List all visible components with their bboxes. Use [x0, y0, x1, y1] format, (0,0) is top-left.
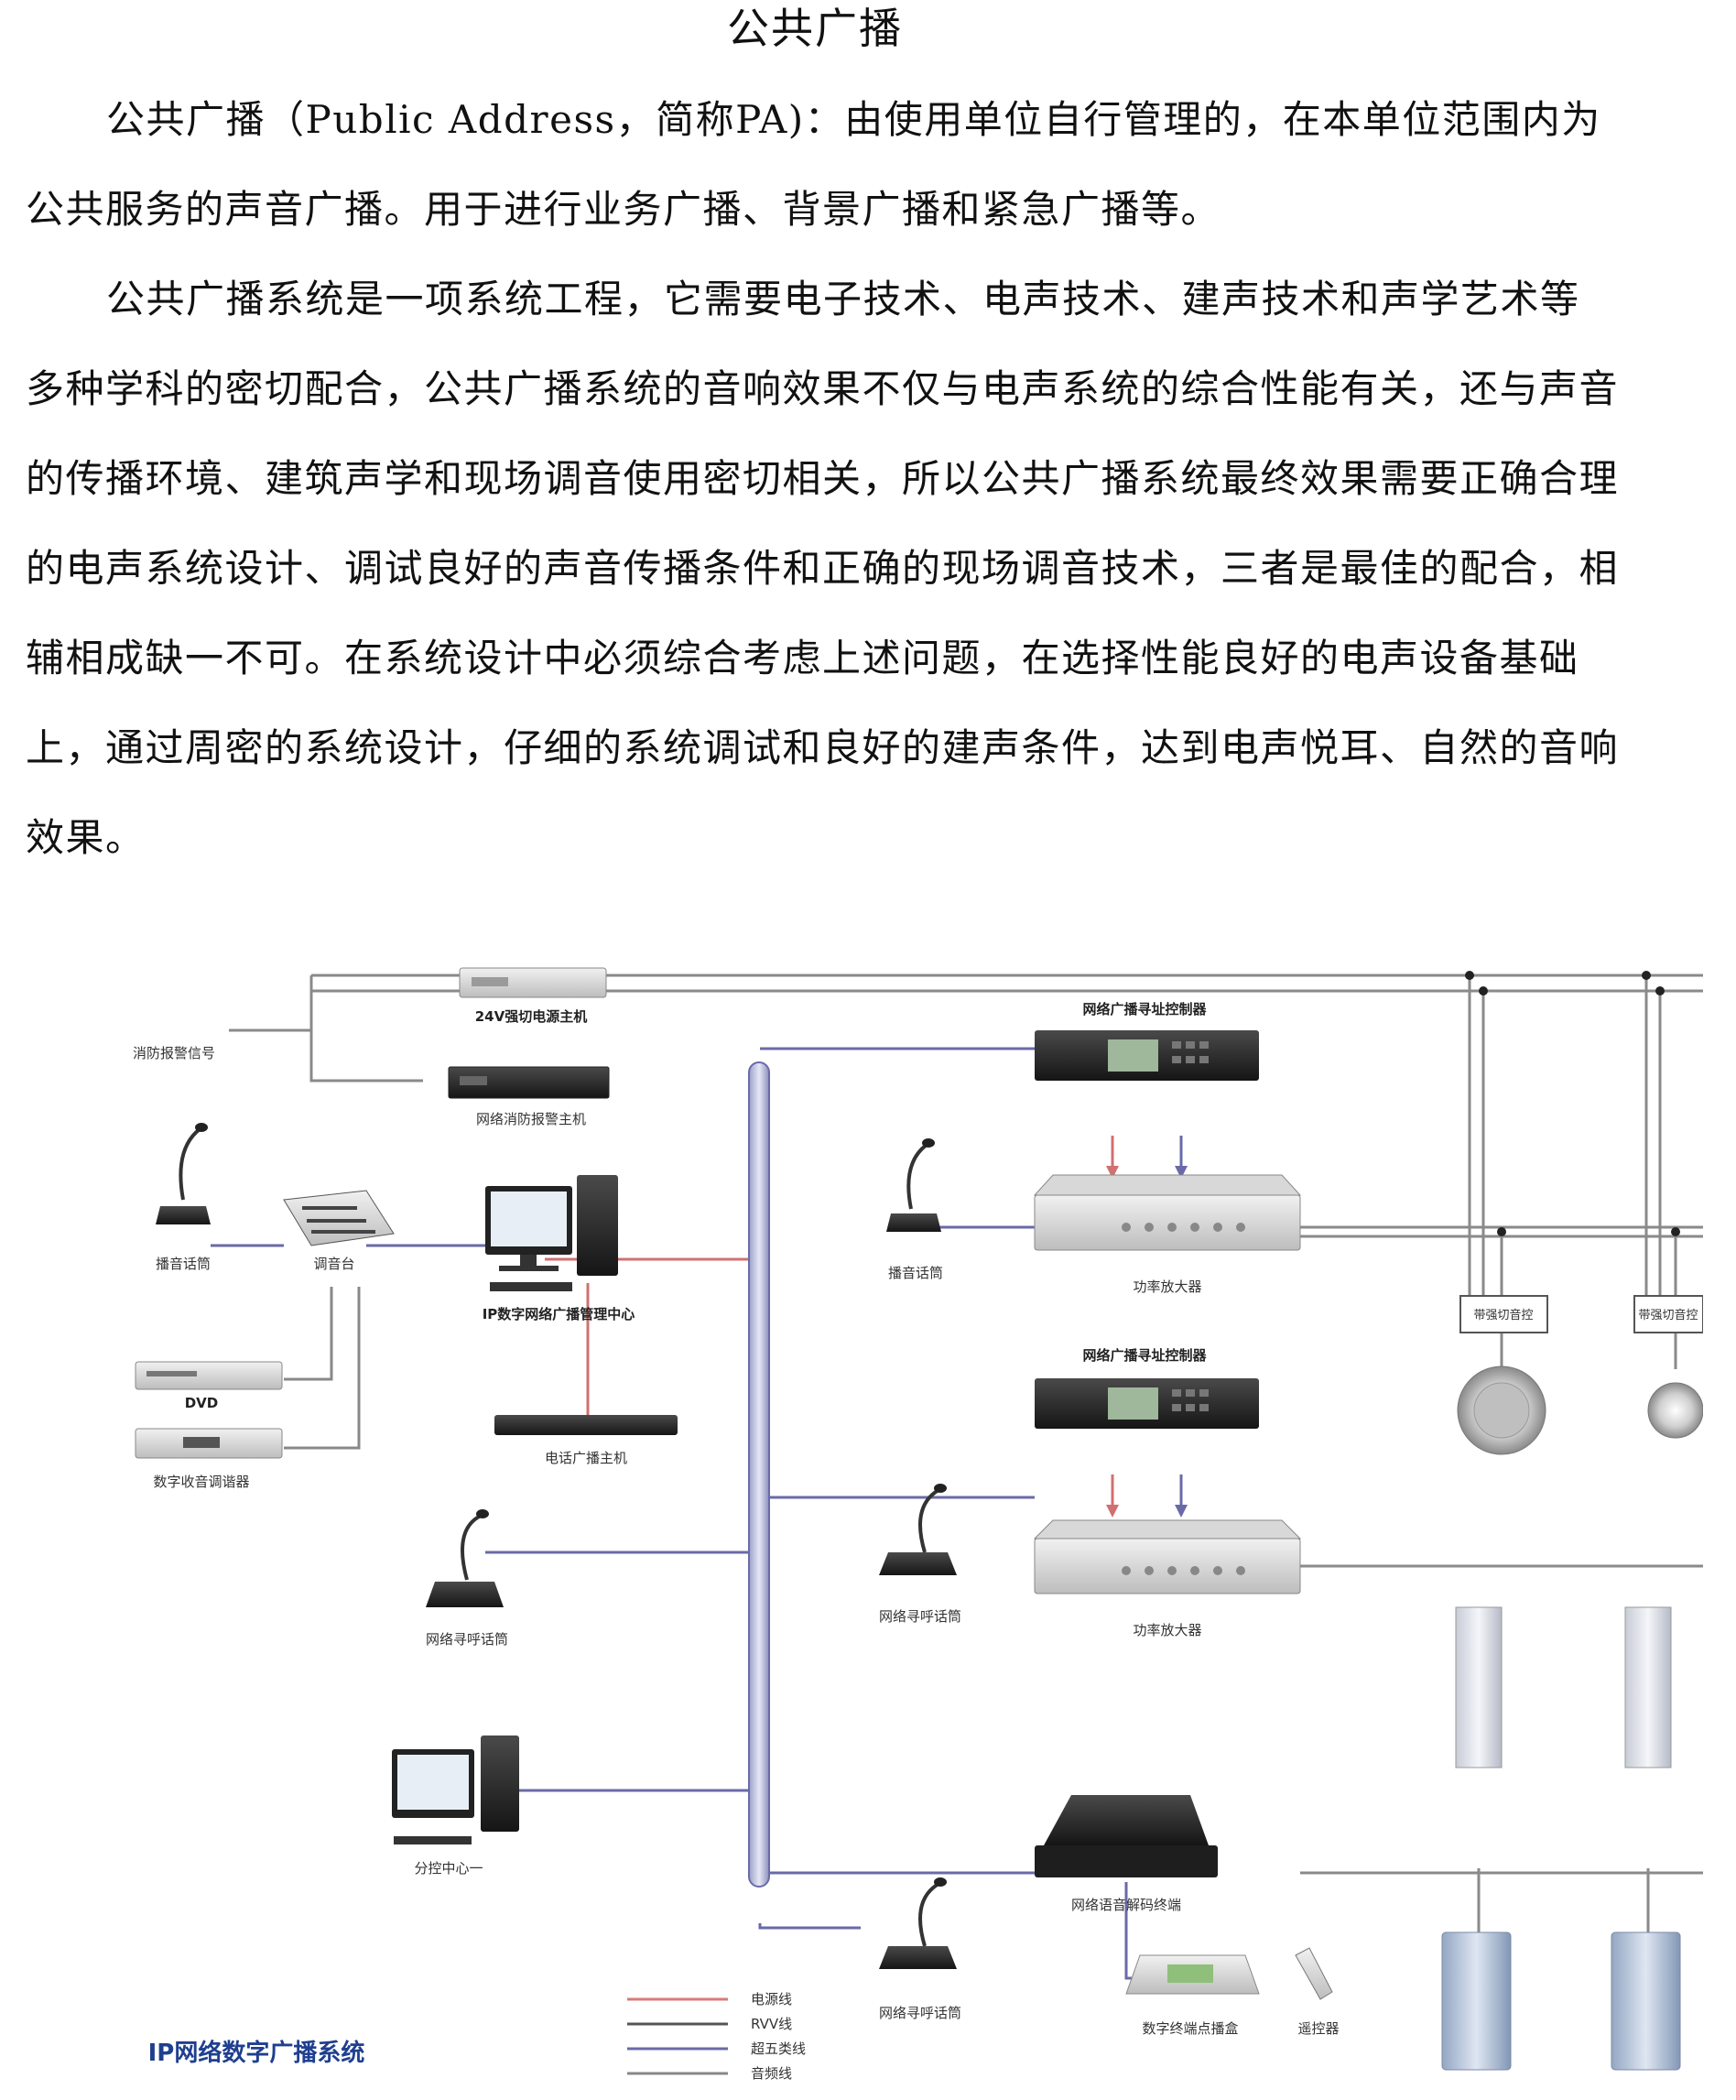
paging-mic-right-label: 网络寻呼话筒 — [879, 1608, 961, 1625]
column-speaker-1 — [1455, 1606, 1503, 1768]
volume-control-1-label: 带强切音控 — [1473, 1308, 1533, 1322]
paragraph-1: 公共广播（Public Address，简称PA)：由使用单位自行管理的，在本单… — [26, 97, 1601, 232]
ip-broadcast-system-diagram: 24V强切电源主机 消防报警信号 网络消防报警主机 播音话筒 调音台 DVD 数… — [133, 967, 1703, 2082]
tuner-label: 数字收音调谐器 — [153, 1474, 249, 1490]
decoder-device — [1035, 1795, 1218, 1877]
ceiling-speaker-1 — [1457, 1366, 1546, 1455]
column-speaker-2 — [1624, 1606, 1672, 1768]
fire-host-device — [448, 1066, 610, 1099]
controller-mid-label: 网络广播寻址控制器 — [1082, 1347, 1207, 1364]
ceiling-speaker-2 — [1647, 1382, 1703, 1439]
amplifier-top-device — [1033, 1174, 1302, 1251]
mic-right-label: 播音话筒 — [888, 1265, 943, 1281]
tuner-device — [135, 1428, 283, 1459]
terminal-box-label: 数字终端点播盒 — [1142, 2020, 1238, 2037]
arrowheads — [1106, 1166, 1188, 1518]
paragraph-2: 公共广播系统是一项系统工程，它需要电子技术、电声技术、建声技术和声学艺术等多种学… — [26, 277, 1620, 860]
legend-label-power: 电源线 — [751, 1991, 792, 2008]
mixer-label: 调音台 — [313, 1256, 354, 1272]
sub-center-label: 分控中心一 — [414, 1860, 483, 1877]
legend-label-rvv: RVV线 — [751, 2016, 792, 2032]
phone-host-device — [494, 1415, 678, 1435]
terminal-box-device — [1125, 1954, 1260, 1995]
remote-label: 遥控器 — [1297, 2020, 1339, 2037]
amplifier-mid-device — [1033, 1519, 1302, 1594]
mixer-device — [283, 1190, 395, 1246]
legend-label-audio: 音频线 — [751, 2065, 792, 2082]
paging-mic-left-label: 网络寻呼话筒 — [426, 1631, 508, 1648]
volume-control-1: 带强切音控 — [1459, 1295, 1548, 1333]
microphone-left — [156, 1123, 211, 1224]
controller-top-device — [1035, 1030, 1259, 1081]
diagram-title: IP网络数字广播系统 — [148, 2039, 365, 2067]
dvd-device — [135, 1361, 283, 1390]
network-bus — [748, 1061, 770, 1888]
wiring — [211, 974, 1703, 1980]
paging-mic-right — [879, 1484, 957, 1575]
legend: 电源线 RVV线 超五类线 音频线 — [627, 1991, 806, 2082]
volume-control-2-label: 带强切音控 — [1638, 1308, 1698, 1322]
fire-host-label: 网络消防报警主机 — [476, 1111, 586, 1127]
legend-label-cat5e: 超五类线 — [751, 2040, 806, 2057]
box-speaker-1 — [1441, 1931, 1512, 2071]
paging-mic-bottom-label: 网络寻呼话筒 — [879, 2005, 961, 2021]
controller-top-label: 网络广播寻址控制器 — [1082, 1001, 1207, 1017]
decoder-label: 网络语音解码终端 — [1071, 1897, 1181, 1913]
ip-center-computer — [485, 1175, 618, 1291]
controller-mid-device — [1035, 1378, 1259, 1429]
mic-left-label: 播音话筒 — [156, 1256, 211, 1272]
remote-device — [1295, 1947, 1333, 2000]
paging-mic-bottom — [879, 1877, 957, 1969]
power-host-label: 24V强切电源主机 — [475, 1008, 587, 1025]
amp-top-label: 功率放大器 — [1133, 1278, 1201, 1295]
fire-signal-label: 消防报警信号 — [133, 1045, 215, 1061]
volume-control-2: 带强切音控 — [1633, 1295, 1703, 1333]
power-host-device — [459, 967, 607, 998]
junction-dots — [1465, 971, 1680, 1236]
sub-center-computer — [392, 1735, 519, 1844]
box-speaker-2 — [1611, 1931, 1681, 2071]
ip-center-label: IP数字网络广播管理中心 — [483, 1306, 635, 1322]
microphone-right — [886, 1138, 941, 1232]
amp-mid-label: 功率放大器 — [1133, 1622, 1201, 1638]
paging-mic-left — [426, 1509, 504, 1607]
dvd-label: DVD — [185, 1395, 219, 1411]
phone-host-label: 电话广播主机 — [545, 1450, 627, 1466]
document-title: 公共广播 — [727, 4, 903, 53]
